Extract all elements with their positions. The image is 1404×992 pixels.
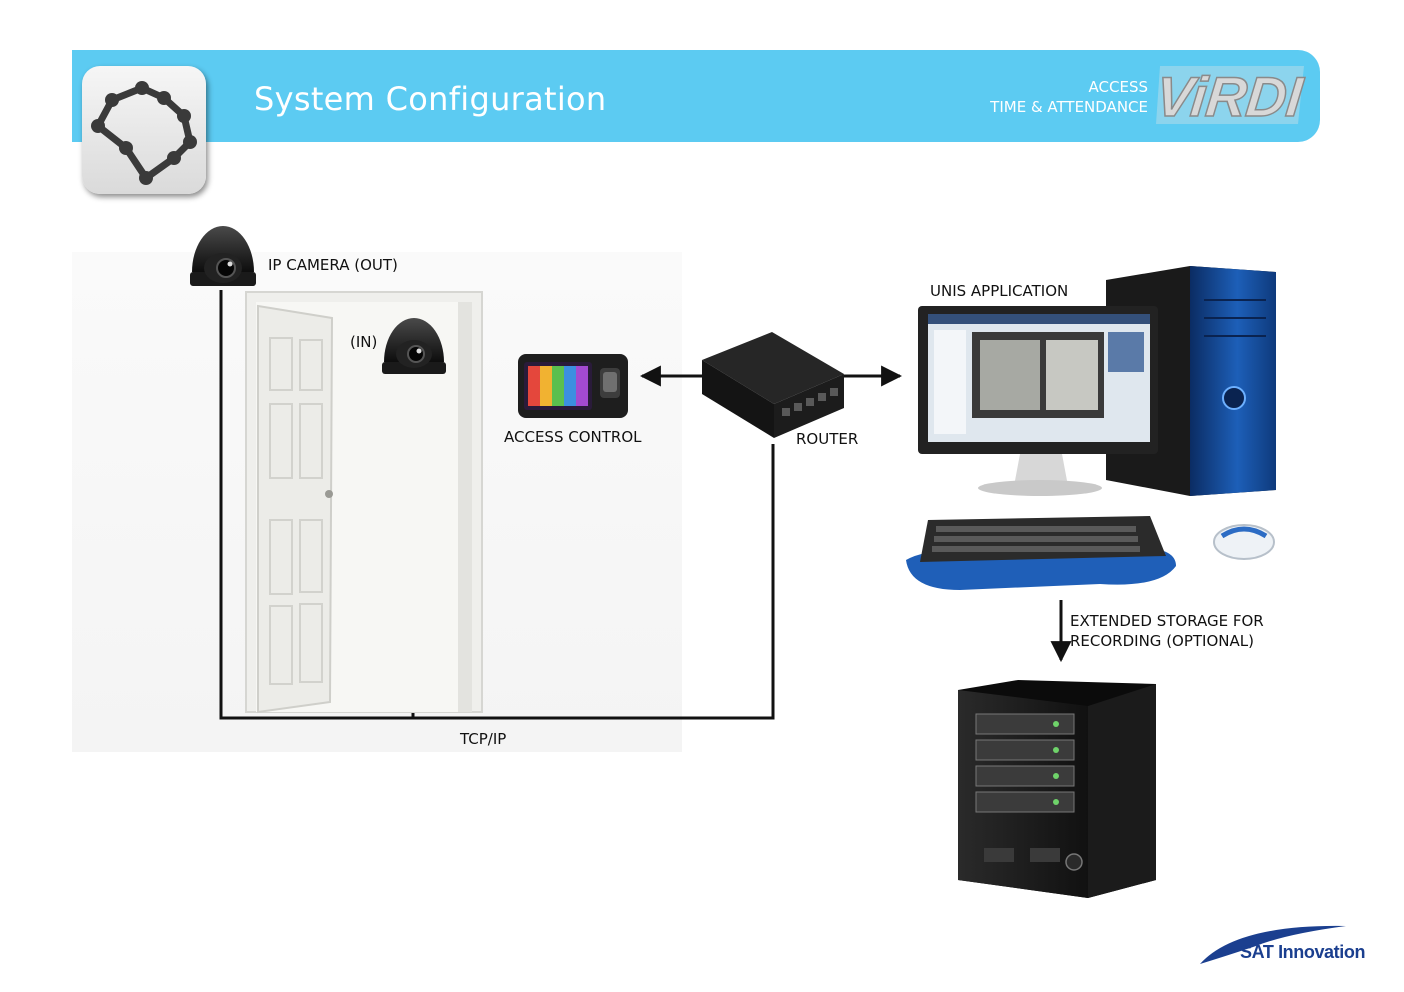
storage-label-line2: RECORDING (OPTIONAL) bbox=[1070, 632, 1254, 650]
ip-camera-out-icon bbox=[190, 226, 256, 286]
page-title: System Configuration bbox=[254, 80, 607, 118]
ip-camera-in-icon bbox=[382, 318, 446, 374]
footer-logo-text: SAT Innovation bbox=[1240, 942, 1366, 962]
unis-application-label: UNIS APPLICATION bbox=[930, 282, 1069, 300]
brand-tagline-time-attendance: TIME & ATTENDANCE bbox=[990, 98, 1148, 116]
door-icon bbox=[245, 291, 483, 714]
router-label: ROUTER bbox=[796, 430, 859, 448]
virdi-logo-text: ViRDI bbox=[1154, 65, 1307, 128]
ip-camera-out-label: IP CAMERA (OUT) bbox=[268, 256, 398, 274]
sat-innovation-swoosh-icon bbox=[1200, 925, 1346, 964]
brand-tagline-access: ACCESS bbox=[1088, 78, 1148, 96]
access-control-label: ACCESS CONTROL bbox=[504, 428, 642, 446]
ip-camera-in-label: (IN) bbox=[350, 333, 378, 351]
network-nodes-icon bbox=[82, 66, 206, 194]
nas-storage-icon bbox=[958, 680, 1156, 898]
virdi-logo: ViRDI bbox=[1154, 64, 1308, 128]
header-band bbox=[72, 50, 1320, 142]
network-switch-icon bbox=[702, 332, 844, 438]
tcp-ip-label: TCP/IP bbox=[460, 730, 507, 748]
fingerprint-terminal-icon bbox=[518, 354, 628, 418]
storage-label-line1: EXTENDED STORAGE FOR bbox=[1070, 612, 1264, 630]
desktop-computer-icon bbox=[906, 266, 1276, 590]
